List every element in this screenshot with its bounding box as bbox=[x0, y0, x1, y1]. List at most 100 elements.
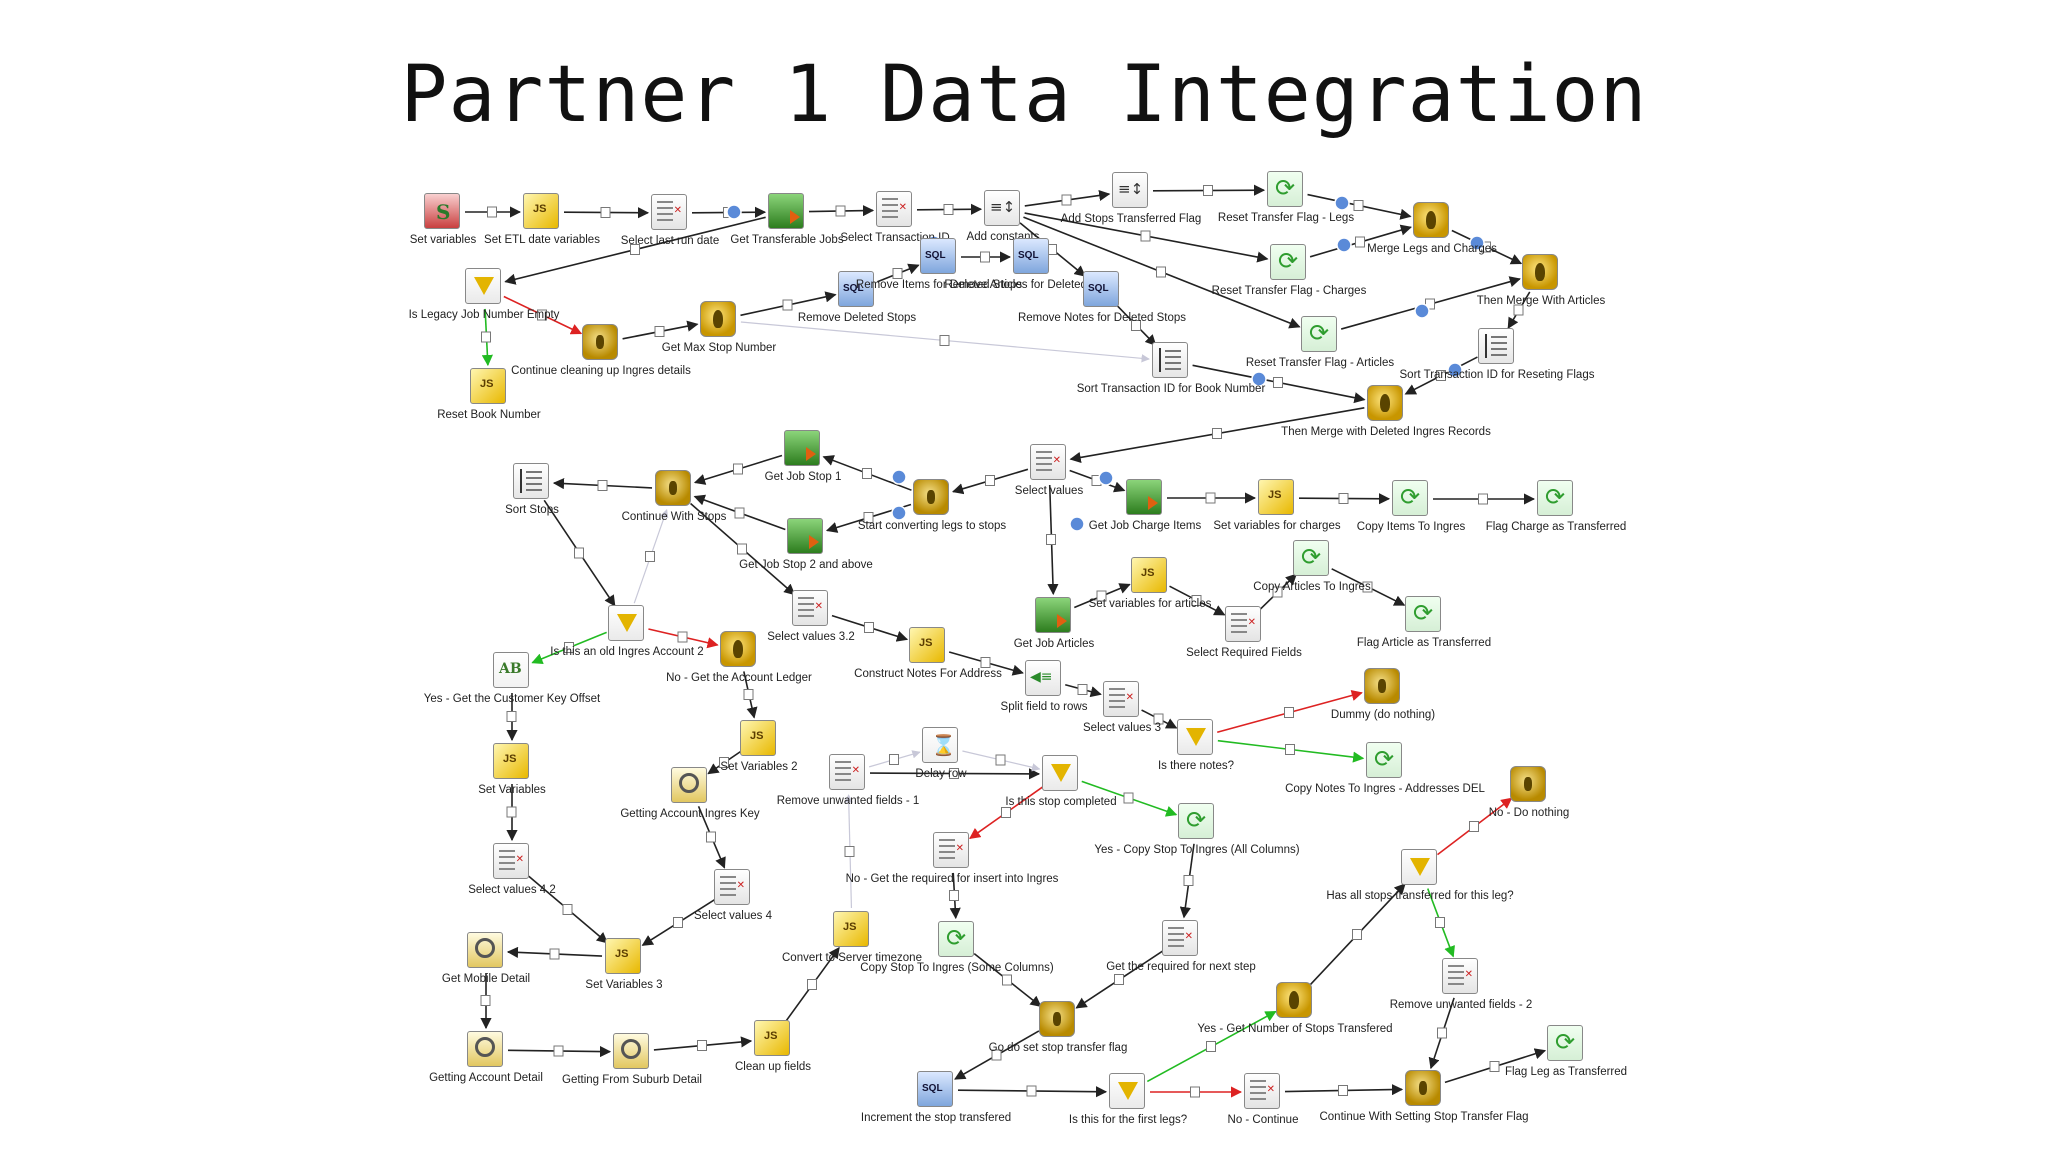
step-add-constants[interactable]: Add constants bbox=[967, 190, 1039, 243]
sel-step-icon[interactable] bbox=[1442, 958, 1478, 994]
step-convert-to-server-timezone[interactable]: Convert to Server timezone bbox=[782, 911, 922, 964]
reset-step-icon[interactable] bbox=[984, 190, 1020, 226]
step-set-variables-2[interactable]: Set Variables 2 bbox=[720, 720, 798, 773]
start-step-icon[interactable] bbox=[424, 193, 460, 229]
step-get-job-stop-2-and-above[interactable]: Get Job Stop 2 and above bbox=[739, 518, 873, 571]
sql-step-icon[interactable] bbox=[920, 238, 956, 274]
js-step-icon[interactable] bbox=[909, 627, 945, 663]
step-getting-account-ingres-key[interactable]: Getting Account Ingres Key bbox=[620, 767, 760, 820]
step-select-required-fields[interactable]: Select Required Fields bbox=[1186, 606, 1302, 659]
step-continue-with-setting-stop-transfer-flag[interactable]: Continue With Setting Stop Transfer Flag bbox=[1319, 1070, 1529, 1123]
merge-step-icon[interactable] bbox=[1367, 385, 1403, 421]
step-yes-get-number-of-stops-transfered[interactable]: Yes - Get Number of Stops Transfered bbox=[1197, 982, 1393, 1035]
step-yes-copy-stop-to-ingres-all-columns[interactable]: Yes - Copy Stop To Ingres (All Columns) bbox=[1094, 803, 1300, 856]
step-no-get-the-required-for-insert-into-ingres[interactable]: No - Get the required for insert into In… bbox=[846, 832, 1058, 885]
step-is-this-an-old-ingres-account-2[interactable]: Is this an old Ingres Account 2 bbox=[550, 605, 704, 658]
sel-step-icon[interactable] bbox=[651, 194, 687, 230]
step-merge-legs-and-charges[interactable]: Merge Legs and Charges bbox=[1367, 202, 1497, 255]
step-remove-unwanted-fields-1[interactable]: Remove unwanted fields - 1 bbox=[777, 754, 919, 807]
step-yes-get-the-customer-key-offset[interactable]: Yes - Get the Customer Key Offset bbox=[424, 652, 600, 705]
sel-step-icon[interactable] bbox=[1225, 606, 1261, 642]
step-select-last-run-date[interactable]: Select last run date bbox=[621, 194, 719, 247]
update-step-icon[interactable] bbox=[1366, 742, 1402, 778]
js-step-icon[interactable] bbox=[523, 193, 559, 229]
step-select-values-3[interactable]: Select values 3 bbox=[1083, 681, 1161, 734]
step-get-transferable-jobs[interactable]: Get Transferable Jobs bbox=[730, 193, 844, 246]
db-step-icon[interactable] bbox=[768, 193, 804, 229]
js-step-icon[interactable] bbox=[493, 743, 529, 779]
sel-step-icon[interactable] bbox=[1162, 920, 1198, 956]
step-add-stops-transferred-flag[interactable]: Add Stops Transferred Flag bbox=[1061, 172, 1201, 225]
update-step-icon[interactable] bbox=[1270, 244, 1306, 280]
sel-step-icon[interactable] bbox=[829, 754, 865, 790]
step-set-etl-date-variables[interactable]: Set ETL date variables bbox=[484, 193, 600, 246]
step-no-do-nothing[interactable]: No - Do nothing bbox=[1489, 766, 1569, 819]
step-select-values-4-2[interactable]: Select values 4.2 bbox=[468, 843, 556, 896]
dummy-step-icon[interactable] bbox=[1364, 668, 1400, 704]
sql-step-icon[interactable] bbox=[838, 271, 874, 307]
sel-step-icon[interactable] bbox=[876, 191, 912, 227]
update-step-icon[interactable] bbox=[1547, 1025, 1583, 1061]
update-step-icon[interactable] bbox=[1405, 596, 1441, 632]
ab-step-icon[interactable] bbox=[493, 652, 529, 688]
delay-step-icon[interactable] bbox=[922, 727, 958, 763]
step-reset-book-number[interactable]: Reset Book Number bbox=[437, 368, 541, 421]
update-step-icon[interactable] bbox=[1178, 803, 1214, 839]
js-step-icon[interactable] bbox=[833, 911, 869, 947]
step-dummy-do-nothing[interactable]: Dummy (do nothing) bbox=[1331, 668, 1435, 721]
step-copy-notes-to-ingres-addresses-del[interactable]: Copy Notes To Ingres - Addresses DEL bbox=[1285, 742, 1485, 795]
update-step-icon[interactable] bbox=[1301, 316, 1337, 352]
js-step-icon[interactable] bbox=[1258, 479, 1294, 515]
step-sort-transaction-id-for-book-number[interactable]: Sort Transaction ID for Book Number bbox=[1077, 342, 1265, 395]
step-select-values-3-2[interactable]: Select values 3.2 bbox=[767, 590, 855, 643]
step-sort-transaction-id-for-reseting-flags[interactable]: Sort Transaction ID for Reseting Flags bbox=[1400, 328, 1594, 381]
lookup-step-icon[interactable] bbox=[467, 932, 503, 968]
step-remove-articles-for-deleted-stops[interactable]: Remove Articles for Deleted Stops bbox=[944, 238, 1120, 291]
merge-step-icon[interactable] bbox=[1413, 202, 1449, 238]
step-copy-articles-to-ingres[interactable]: Copy Articles To Ingres bbox=[1253, 540, 1371, 593]
merge-step-icon[interactable] bbox=[1276, 982, 1312, 1018]
step-set-variables-3[interactable]: Set Variables 3 bbox=[585, 938, 663, 991]
step-then-merge-with-deleted-ingres-records[interactable]: Then Merge with Deleted Ingres Records bbox=[1281, 385, 1491, 438]
step-split-field-to-rows[interactable]: Split field to rows bbox=[1001, 660, 1087, 713]
update-step-icon[interactable] bbox=[1392, 480, 1428, 516]
sql-step-icon[interactable] bbox=[1083, 271, 1119, 307]
dummy-step-icon[interactable] bbox=[582, 324, 618, 360]
js-step-icon[interactable] bbox=[754, 1020, 790, 1056]
merge-step-icon[interactable] bbox=[700, 301, 736, 337]
sel-step-icon[interactable] bbox=[493, 843, 529, 879]
step-clean-up-fields[interactable]: Clean up fields bbox=[735, 1020, 811, 1073]
sel-step-icon[interactable] bbox=[1103, 681, 1139, 717]
update-step-icon[interactable] bbox=[1267, 171, 1303, 207]
lookup-step-icon[interactable] bbox=[671, 767, 707, 803]
sql-step-icon[interactable] bbox=[1013, 238, 1049, 274]
dummy-step-icon[interactable] bbox=[1405, 1070, 1441, 1106]
db-step-icon[interactable] bbox=[784, 430, 820, 466]
step-no-continue[interactable]: No - Continue bbox=[1228, 1073, 1298, 1126]
filter-step-icon[interactable] bbox=[1401, 849, 1437, 885]
step-flag-leg-as-transferred[interactable]: Flag Leg as Transferred bbox=[1505, 1025, 1627, 1078]
sel-step-icon[interactable] bbox=[792, 590, 828, 626]
filter-step-icon[interactable] bbox=[1177, 719, 1213, 755]
step-start-converting-legs-to-stops[interactable]: Start converting legs to stops bbox=[858, 479, 1006, 532]
step-flag-charge-as-transferred[interactable]: Flag Charge as Transferred bbox=[1486, 480, 1626, 533]
step-is-there-notes[interactable]: Is there notes? bbox=[1158, 719, 1234, 772]
step-sort-stops[interactable]: Sort Stops bbox=[505, 463, 559, 516]
step-remove-unwanted-fields-2[interactable]: Remove unwanted fields - 2 bbox=[1390, 958, 1532, 1011]
step-has-all-stops-transferred-for-this-leg[interactable]: Has all stops transferred for this leg? bbox=[1326, 849, 1514, 902]
step-select-values-4[interactable]: Select values 4 bbox=[694, 869, 772, 922]
step-delay-row[interactable]: Delay row bbox=[915, 727, 967, 780]
step-copy-items-to-ingres[interactable]: Copy Items To Ingres bbox=[1357, 480, 1465, 533]
step-set-variables-for-articles[interactable]: Set variables for articles bbox=[1089, 557, 1211, 610]
db-step-icon[interactable] bbox=[1126, 479, 1162, 515]
lookup-step-icon[interactable] bbox=[613, 1033, 649, 1069]
step-is-this-stop-completed[interactable]: Is this stop completed bbox=[1005, 755, 1117, 808]
reset-step-icon[interactable] bbox=[1112, 172, 1148, 208]
sel-step-icon[interactable] bbox=[714, 869, 750, 905]
dummy-step-icon[interactable] bbox=[913, 479, 949, 515]
step-go-do-set-stop-transfer-flag[interactable]: Go do set stop transfer flag bbox=[989, 1001, 1127, 1054]
step-flag-article-as-transferred[interactable]: Flag Article as Transferred bbox=[1357, 596, 1491, 649]
step-no-get-the-account-ledger[interactable]: No - Get the Account Ledger bbox=[666, 631, 812, 684]
step-get-job-articles[interactable]: Get Job Articles bbox=[1014, 597, 1094, 650]
db-step-icon[interactable] bbox=[787, 518, 823, 554]
